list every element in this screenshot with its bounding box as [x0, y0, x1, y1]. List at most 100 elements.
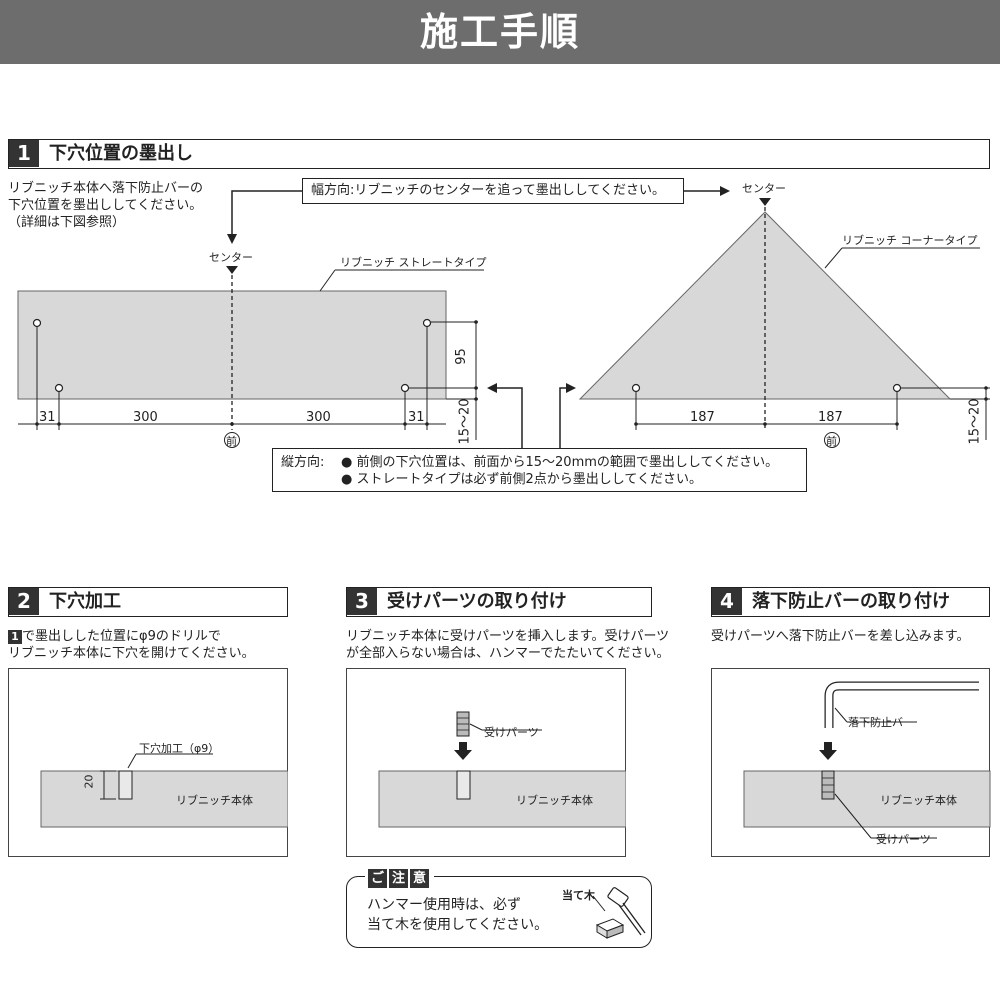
step2-desc-line2: リブニッチ本体に下穴を開けてください。 — [8, 646, 255, 661]
step2-body-label: リブニッチ本体 — [176, 794, 253, 807]
step3-diagram — [346, 668, 626, 857]
arrow-left-icon — [487, 383, 497, 393]
arrow-down-icon — [819, 742, 837, 760]
hole-label: 下穴加工（φ9） — [139, 742, 220, 755]
step1-diagram — [17, 186, 990, 448]
step2-ref-chip: 1 — [8, 630, 22, 644]
arrow-down-icon — [454, 742, 472, 760]
hammer-illustration — [592, 887, 646, 939]
corner-label-leader — [824, 247, 843, 269]
bar-label-leader — [834, 707, 848, 723]
center-label-straight: センター — [209, 251, 253, 264]
straight-type-label: リブニッチ ストレートタイプ — [340, 256, 487, 269]
hammer-icon — [607, 887, 646, 936]
step4-bar-label: 落下防止バー — [848, 716, 914, 729]
step1-intro-line3: （詳細は下図参照） — [8, 215, 126, 230]
step2-title: 下穴加工 — [49, 591, 121, 612]
step1-number: 1 — [9, 140, 39, 167]
step3-part-label: 受けパーツ — [484, 726, 539, 739]
step2-diagram — [8, 668, 288, 857]
width-note-text: 幅方向:リブニッチのセンターを追って墨出ししてください。 — [311, 183, 665, 198]
vertical-note-box: 縦方向: ● 前側の下穴位置は、前面から15〜20mmの範囲で墨出ししてください… — [272, 448, 807, 492]
caution-text: ハンマー使用時は、必ず 当て木を使用してください。 — [367, 895, 548, 935]
hole-mark — [32, 318, 42, 328]
hole-label-leader — [127, 753, 137, 769]
vertical-note-item-1-text: 前側の下穴位置は、前面から15〜20mmの範囲で墨出ししてください。 — [356, 455, 779, 470]
wood-block-icon — [595, 918, 625, 939]
block-label: 当て木 — [562, 889, 595, 902]
step2-header: 2 下穴加工 — [8, 587, 288, 617]
part-label-leader — [834, 793, 872, 839]
step4-header: 4 落下防止バーの取り付け — [711, 587, 990, 617]
receiver-part-inserted-icon — [821, 770, 835, 800]
step3-header: 3 受けパーツの取り付け — [346, 587, 652, 617]
center-marker-icon — [759, 198, 771, 206]
dim-right: 300 — [306, 410, 331, 425]
step3-desc: リブニッチ本体に受けパーツを挿入します。受けパーツ が全部入らない場合は、ハンマ… — [346, 628, 669, 662]
width-note-box: 幅方向:リブニッチのセンターを追って墨出ししてください。 — [302, 178, 684, 204]
step3-desc-line1: リブニッチ本体に受けパーツを挿入します。受けパーツ — [346, 629, 670, 644]
depth-label: 20 — [82, 774, 96, 789]
step2-number: 2 — [9, 588, 39, 615]
hole-mark — [400, 383, 410, 393]
front-mark-circle — [224, 432, 240, 448]
step4-number: 4 — [712, 588, 742, 615]
step4-desc: 受けパーツへ落下防止バーを差し込みます。 — [711, 629, 970, 644]
caution-chips: ご注意 — [365, 867, 434, 888]
hole-mark — [892, 383, 902, 393]
caution-box: ご注意 ハンマー使用時は、必ず 当て木を使用してください。 当て木 — [346, 867, 652, 948]
dim-left: 300 — [133, 410, 158, 425]
dim-edge-right: 31 — [408, 410, 425, 425]
caution-line1: ハンマー使用時は、必ず — [367, 897, 521, 913]
step3-number: 3 — [347, 588, 377, 615]
vertical-note-label: 縦方向: — [281, 455, 325, 470]
step3-title: 受けパーツの取り付け — [387, 591, 567, 612]
part-label-leader — [469, 723, 483, 731]
dim-corner-left: 187 — [690, 410, 715, 425]
step3-body-label: リブニッチ本体 — [516, 794, 593, 807]
step4-title: 落下防止バーの取り付け — [752, 591, 950, 612]
step3-panel — [378, 770, 626, 828]
caution-chip-2: 注 — [389, 869, 408, 888]
center-label-corner: センター — [742, 182, 786, 195]
step2-panel — [40, 770, 288, 828]
step3-hole — [456, 770, 471, 800]
caution-line2: 当て木を使用してください。 — [367, 917, 549, 933]
front-label-corner: 前 — [826, 435, 837, 448]
arrow-right-icon — [720, 186, 730, 196]
vertical-note-item-1: ● 前側の下穴位置は、前面から15〜20mmの範囲で墨出ししてください。 — [341, 455, 779, 470]
dim-front-range-straight: 15〜20 — [457, 398, 473, 445]
step4-diagram — [711, 668, 991, 857]
caution-chip-3: 意 — [410, 869, 429, 888]
title-bar — [0, 0, 1000, 64]
step1-intro: リブニッチ本体へ落下防止バーの 下穴位置を墨出ししてください。 （詳細は下図参照… — [8, 180, 203, 231]
front-label-straight: 前 — [226, 435, 237, 448]
dimension-ticks — [634, 386, 988, 426]
arrow-right-icon — [566, 383, 576, 393]
vertical-note-leader-right — [559, 387, 568, 448]
caution-chip-1: ご — [368, 869, 387, 888]
vertical-note-item-2-text: ストレートタイプは必ず前側2点から墨出ししてください。 — [356, 472, 702, 487]
dim-front-range-corner: 15〜20 — [967, 398, 983, 445]
corner-type-label: リブニッチ コーナータイプ — [842, 234, 978, 247]
step1-header: 1 下穴位置の墨出し — [8, 139, 990, 169]
vertical-note-item-2: ● ストレートタイプは必ず前側2点から墨出ししてください。 — [341, 472, 702, 487]
width-callout-leader-left — [231, 190, 302, 236]
receiver-part-icon — [456, 711, 470, 737]
step1-intro-line2: 下穴位置を墨出ししてください。 — [8, 198, 203, 213]
page-title: 施工手順 — [419, 10, 580, 54]
vertical-note-leader-left — [495, 387, 523, 448]
step4-body-label: リブニッチ本体 — [880, 794, 957, 807]
hole-mark — [54, 383, 64, 393]
straight-label-leader — [319, 269, 336, 292]
step3-desc-line2: が全部入らない場合は、ハンマーでたたいてください。 — [346, 646, 670, 661]
dim-edge-left: 31 — [39, 410, 56, 425]
dim-corner-right: 187 — [818, 410, 843, 425]
hole-mark — [422, 318, 432, 328]
step4-part-label: 受けパーツ — [876, 833, 931, 846]
center-marker-icon — [226, 266, 238, 274]
step2-desc-line1-text: で墨出しした位置にφ9のドリルで — [22, 629, 221, 644]
step1-intro-line1: リブニッチ本体へ落下防止バーの — [8, 181, 204, 196]
